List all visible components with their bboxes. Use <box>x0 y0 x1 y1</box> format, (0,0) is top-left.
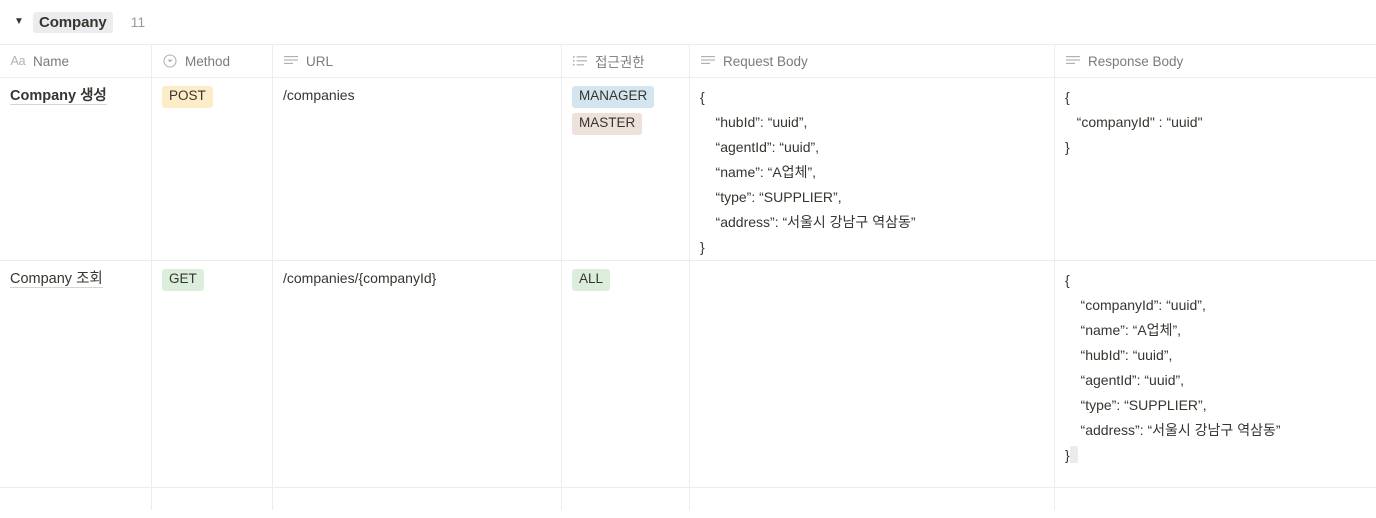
cell-request-body[interactable] <box>690 488 1055 510</box>
response-body-text: { “companyId" : “uuid" } <box>1065 89 1203 155</box>
cell-method[interactable] <box>152 488 273 510</box>
column-header-label: URL <box>306 53 334 69</box>
column-header-label: Method <box>185 53 231 69</box>
column-header-method[interactable]: Method <box>152 45 273 77</box>
auth-tag: MANAGER <box>572 86 655 108</box>
cell-method[interactable]: GET <box>152 261 273 487</box>
text-lines-icon <box>700 53 716 69</box>
database-titlebar: ▼ Company 11 <box>0 0 1376 44</box>
cell-name[interactable]: Company 조회 <box>0 261 152 487</box>
column-header-auth[interactable]: 접근권한 <box>562 45 690 77</box>
cell-request-body[interactable] <box>690 261 1055 487</box>
cell-response-body[interactable]: { “companyId”: “uuid”, “name”: “A업체”, “h… <box>1055 261 1376 487</box>
row-title-link[interactable]: Company 조회 <box>10 271 103 288</box>
column-header-response-body[interactable]: Response Body <box>1055 45 1376 77</box>
cell-response-body[interactable]: { “companyId" : “uuid" } <box>1055 78 1376 260</box>
column-header-label: Request Body <box>723 53 808 69</box>
column-header-request-body[interactable]: Request Body <box>690 45 1055 77</box>
table-row: Company 조회 GET /companies/{companyId} AL… <box>0 261 1376 488</box>
cell-url[interactable]: /companies <box>273 78 562 260</box>
method-tag: GET <box>162 269 204 291</box>
cell-name[interactable]: Company 생성 <box>0 78 152 260</box>
request-body-text: { “hubId”: “uuid”, “agentId”: “uuid”, “n… <box>700 89 916 255</box>
cell-auth[interactable]: MANAGER MASTER <box>562 78 690 260</box>
database-title[interactable]: Company <box>33 11 113 33</box>
response-body-value: { “companyId”: “uuid”, “name”: “A업체”, “h… <box>1065 272 1281 463</box>
url-text: /companies <box>283 87 355 103</box>
multi-select-list-icon <box>572 53 588 69</box>
text-lines-icon <box>283 53 299 69</box>
row-title-link[interactable]: Company 생성 <box>10 88 107 105</box>
title-aa-icon: Aa <box>10 54 26 68</box>
table-header-row: Aa Name Method <box>0 45 1376 78</box>
response-body-text: { “companyId”: “uuid”, “name”: “A업체”, “h… <box>1065 268 1368 468</box>
method-tag: POST <box>162 86 213 108</box>
cell-response-body[interactable] <box>1055 488 1376 510</box>
url-text: /companies/{companyId} <box>283 270 437 286</box>
database-table: Aa Name Method <box>0 44 1376 510</box>
database-row-count: 11 <box>130 14 146 30</box>
triangle-down-icon[interactable]: ▼ <box>14 16 24 27</box>
text-lines-icon <box>1065 53 1081 69</box>
text-cursor-blob <box>1069 446 1078 463</box>
column-header-label: Response Body <box>1088 53 1184 69</box>
cell-auth[interactable]: ALL <box>562 261 690 487</box>
column-header-label: Name <box>33 53 70 69</box>
cell-request-body[interactable]: { “hubId”: “uuid”, “agentId”: “uuid”, “n… <box>690 78 1055 260</box>
column-header-name[interactable]: Aa Name <box>0 45 152 77</box>
auth-tag: MASTER <box>572 112 643 135</box>
cell-url[interactable]: /companies/{companyId} <box>273 261 562 487</box>
cell-auth[interactable] <box>562 488 690 510</box>
column-header-label: 접근권한 <box>595 55 645 70</box>
auth-tag: ALL <box>572 269 611 291</box>
table-row: Company 생성 POST /companies MANAGER MASTE… <box>0 78 1376 261</box>
cell-name[interactable] <box>0 488 152 510</box>
cell-url[interactable] <box>273 488 562 510</box>
cell-method[interactable]: POST <box>152 78 273 260</box>
column-header-url[interactable]: URL <box>273 45 562 77</box>
table-row-partial <box>0 488 1376 510</box>
select-circle-chevron-icon <box>162 53 178 69</box>
